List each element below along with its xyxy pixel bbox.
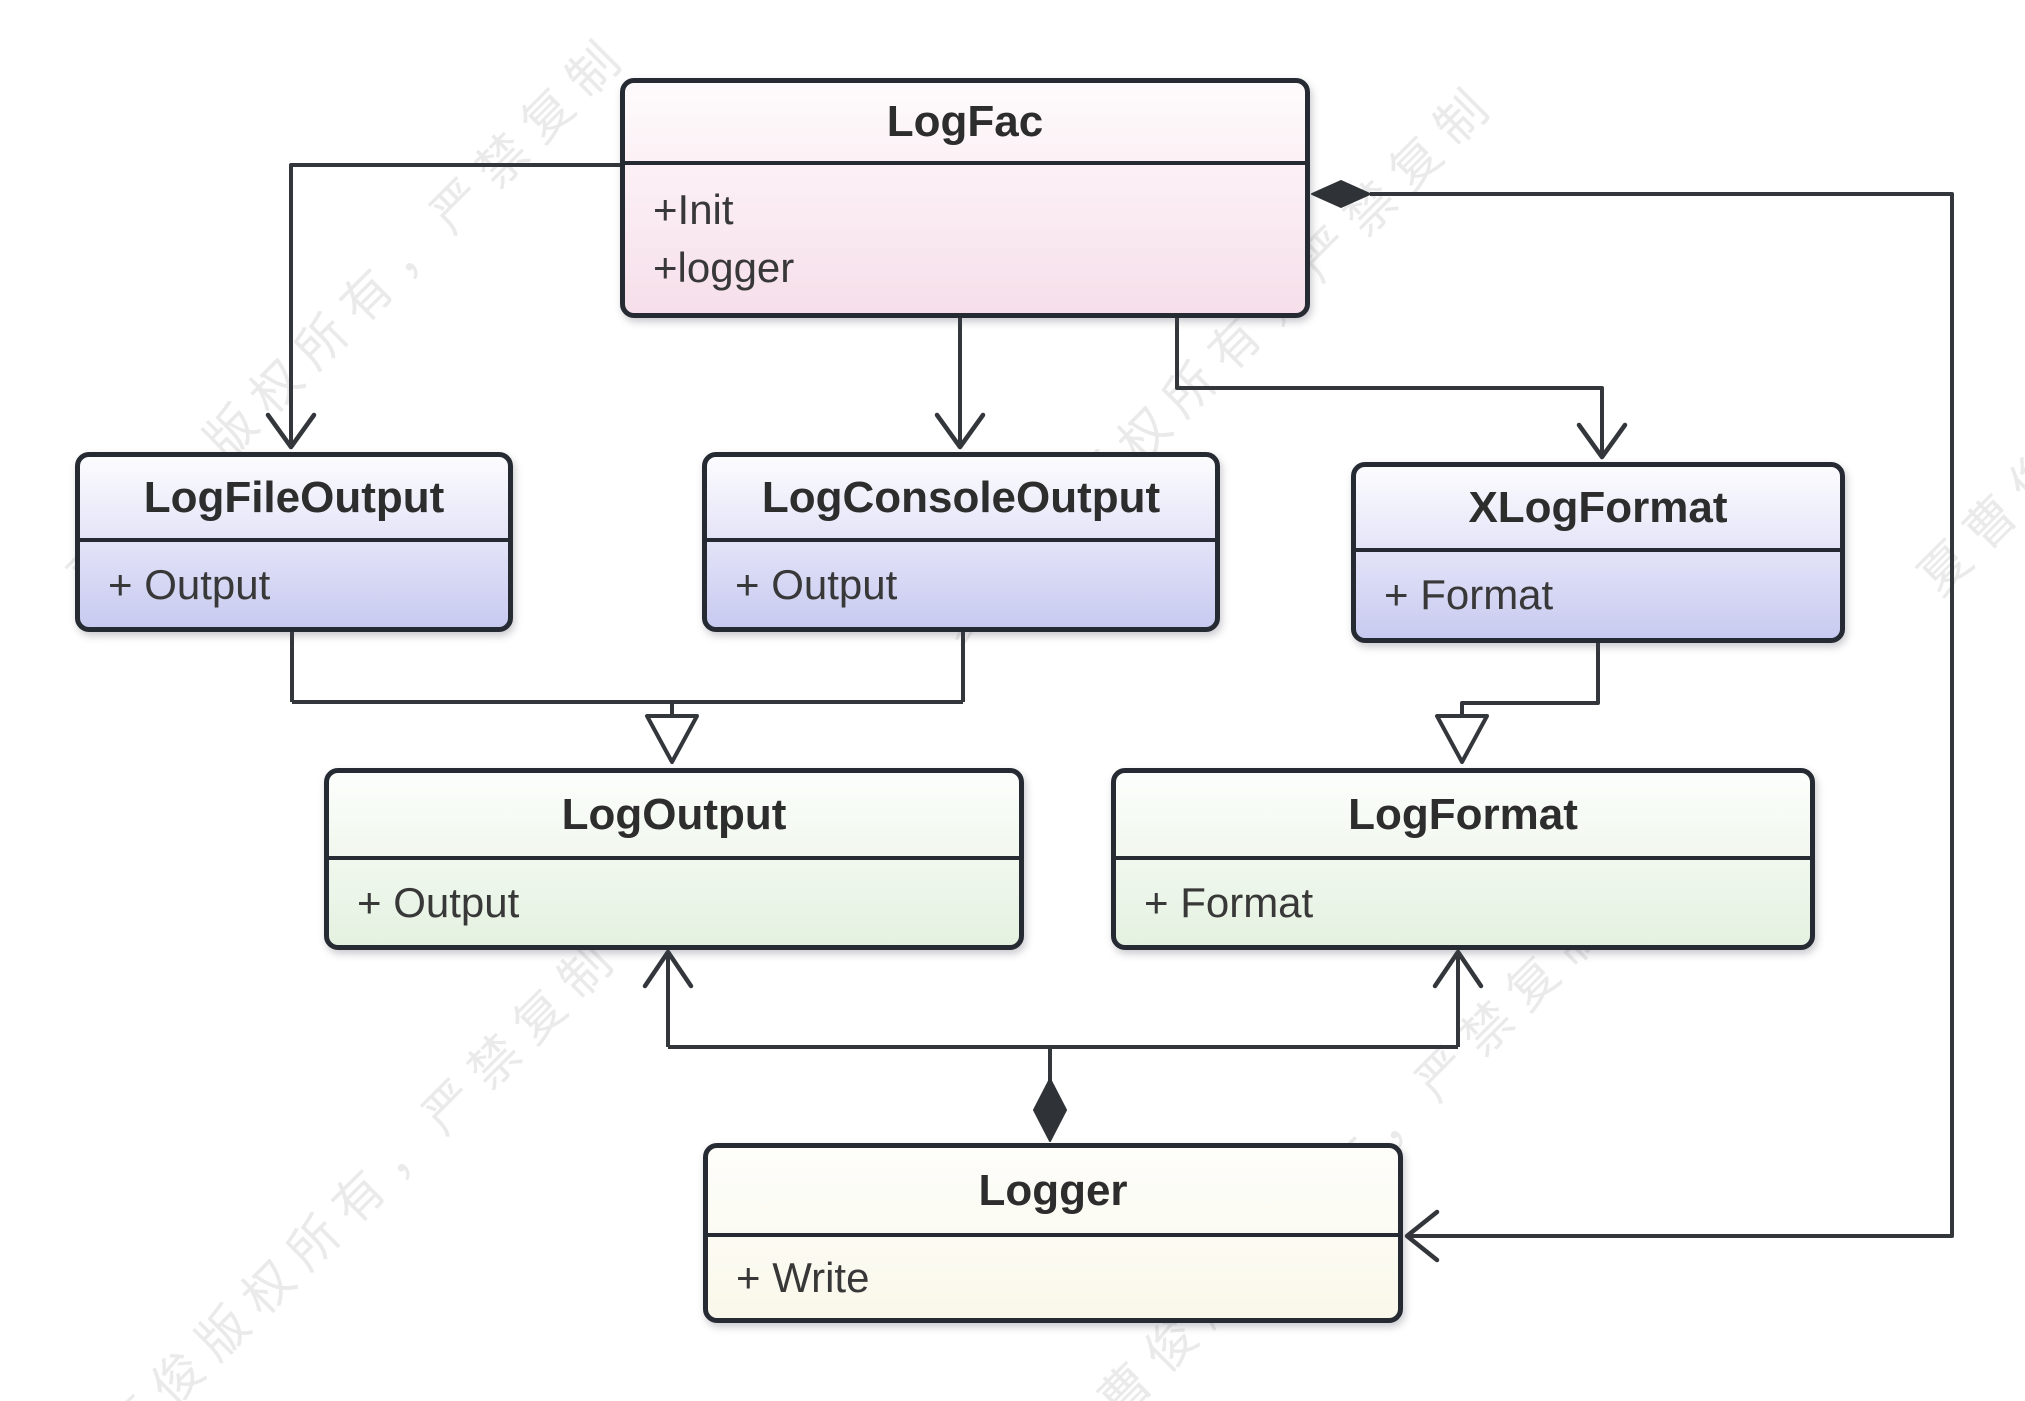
class-member: + Output <box>108 560 271 608</box>
class-box-logoutput: LogOutput + Output <box>324 768 1024 950</box>
class-box-logfac: LogFac +Init +logger <box>620 78 1310 318</box>
class-member: + Write <box>736 1253 870 1301</box>
open-arrowhead-icon <box>1576 422 1628 460</box>
edge-logfac-logfileoutput <box>289 163 620 444</box>
edge-xlogformat-to-logformat <box>1460 643 1600 716</box>
class-title: LogConsoleOutput <box>707 457 1215 542</box>
class-member: + Format <box>1144 878 1314 926</box>
class-members: +Init +logger <box>625 165 1305 313</box>
class-box-logformat: LogFormat + Format <box>1111 768 1815 950</box>
class-members: + Output <box>707 542 1215 627</box>
class-title: LogFileOutput <box>80 457 508 542</box>
class-title: LogFac <box>625 83 1305 165</box>
class-member: + Output <box>735 560 898 608</box>
class-title: XLogFormat <box>1356 467 1840 552</box>
open-arrowhead-icon <box>1404 1209 1440 1263</box>
class-member: + Output <box>357 878 520 926</box>
class-box-logconsoleoutput: LogConsoleOutput + Output <box>702 452 1220 632</box>
class-members: + Output <box>80 542 508 627</box>
class-box-logger: Logger + Write <box>703 1143 1403 1323</box>
class-member: +Init <box>653 186 734 233</box>
open-arrowhead-icon <box>934 412 986 450</box>
inheritance-triangle-icon <box>1435 714 1489 764</box>
edge-logger-compositions <box>666 952 1460 1081</box>
open-arrowhead-icon <box>1432 949 1484 989</box>
edge-outputs-to-logoutput <box>290 631 965 716</box>
class-members: + Format <box>1116 860 1810 945</box>
class-title: Logger <box>708 1148 1398 1237</box>
composition-diamond-icon <box>1311 180 1371 208</box>
class-member: +logger <box>653 244 795 291</box>
composition-diamond-icon <box>1033 1078 1067 1142</box>
open-arrowhead-icon <box>642 949 694 989</box>
class-title: LogFormat <box>1116 773 1810 860</box>
inheritance-triangle-icon <box>645 714 699 764</box>
edge-logfac-xlogformat <box>1175 318 1604 454</box>
class-box-logfileoutput: LogFileOutput + Output <box>75 452 513 632</box>
class-member: + Format <box>1384 571 1554 618</box>
class-members: + Format <box>1356 552 1840 638</box>
edge-logfac-to-logger <box>1370 192 1954 1238</box>
class-members: + Write <box>708 1237 1398 1318</box>
class-members: + Output <box>329 860 1019 945</box>
open-arrowhead-icon <box>265 412 317 450</box>
class-box-xlogformat: XLogFormat + Format <box>1351 462 1845 643</box>
class-title: LogOutput <box>329 773 1019 860</box>
